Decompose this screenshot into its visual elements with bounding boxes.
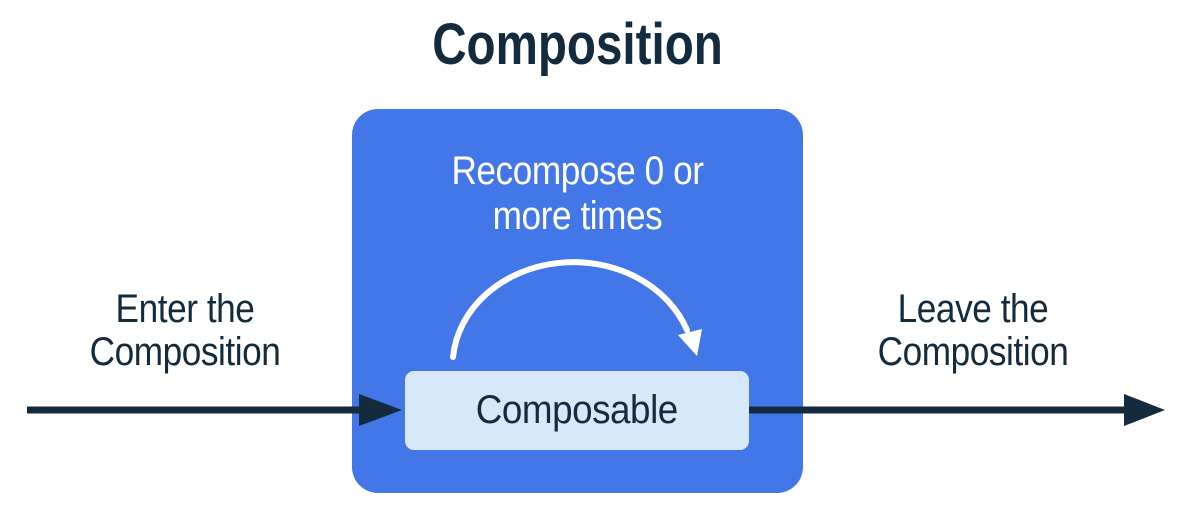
recompose-label: Recompose 0 or more times [451,149,704,238]
enter-arrowhead-icon [359,394,402,426]
composable-label: Composable [475,388,678,432]
enter-composition-label: Enter the Composition [89,287,281,374]
recompose-arrowhead-icon [678,329,702,356]
leave-composition-label: Leave the Composition [877,287,1069,374]
composable-box: Composable [405,371,749,450]
recompose-arc-arrow [450,259,690,360]
leave-arrowhead-icon [1124,394,1165,426]
diagram-title: Composition [432,12,723,77]
